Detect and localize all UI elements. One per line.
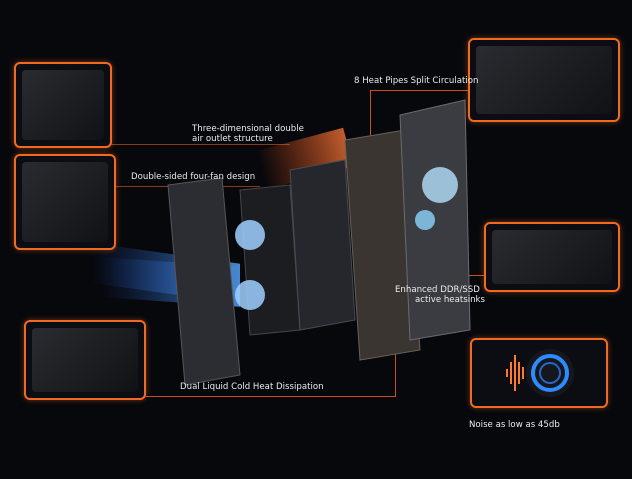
fan-icon	[235, 220, 265, 250]
sound-wave-icon	[506, 355, 524, 391]
label-four-fan: Double-sided four-fan design	[131, 172, 256, 182]
label-air-outlet-1: Three-dimensional double	[192, 124, 304, 134]
noise-panel	[470, 338, 608, 408]
outlet-frame	[289, 159, 356, 331]
label-air-outlet-2: air outlet structure	[192, 134, 273, 144]
fan-icon	[235, 280, 265, 310]
label-ddr-1: Enhanced DDR/SSD	[395, 285, 480, 295]
label-heat-pipes: 8 Heat Pipes Split Circulation	[354, 76, 479, 86]
leader-line	[370, 90, 371, 180]
heat-pipe-panel	[468, 38, 620, 122]
ssd-heatsink-panel	[484, 222, 620, 292]
leader-line	[140, 396, 396, 397]
outlet-structure-panel	[14, 62, 112, 148]
fan-bracket	[239, 184, 301, 336]
liquid-cold-panel	[24, 320, 146, 400]
leader-line	[100, 144, 290, 145]
label-noise: Noise as low as 45db	[469, 420, 560, 430]
label-liquid: Dual Liquid Cold Heat Dissipation	[180, 382, 324, 392]
label-ddr-2: active heatsinks	[415, 295, 485, 305]
four-fan-panel	[14, 154, 116, 250]
fan-icon	[422, 167, 458, 203]
fan-icon	[415, 210, 435, 230]
leader-line	[370, 90, 480, 91]
side-panel	[167, 177, 241, 386]
motherboard	[344, 129, 421, 361]
